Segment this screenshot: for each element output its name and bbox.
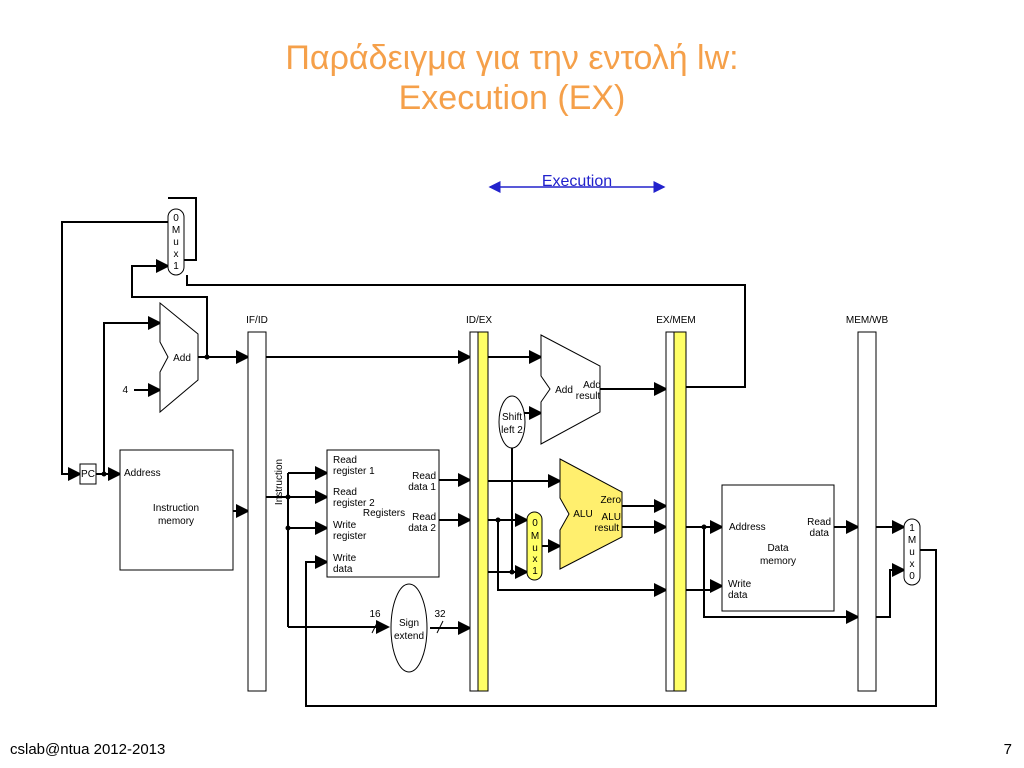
svg-text:Read: Read [412, 471, 436, 482]
svg-text:Zero: Zero [600, 495, 621, 506]
write-back-mux: 1 M u x 0 [903, 518, 921, 586]
svg-text:x: x [174, 249, 179, 260]
footer-credit: cslab@ntua 2012-2013 [10, 741, 166, 758]
svg-text:Write: Write [333, 553, 357, 564]
svg-text:x: x [910, 559, 915, 570]
svg-text:Read: Read [333, 455, 357, 466]
pipeline-register-ex-mem: EX/MEM [656, 315, 696, 692]
svg-text:u: u [173, 237, 179, 248]
svg-text:data 2: data 2 [408, 523, 436, 534]
sign-extend-unit: Sign extend 16 32 [369, 583, 446, 673]
slide-title-line1: Παράδειγμα για την εντολή lw: [285, 39, 739, 77]
svg-text:register: register [333, 531, 367, 542]
svg-text:left 2: left 2 [501, 425, 523, 436]
svg-text:MEM/WB: MEM/WB [846, 315, 889, 326]
svg-text:16: 16 [369, 609, 381, 620]
svg-text:ALU: ALU [602, 512, 621, 523]
svg-text:Add: Add [173, 353, 191, 364]
svg-text:memory: memory [158, 516, 194, 527]
svg-text:Instruction: Instruction [153, 503, 199, 514]
svg-text:data: data [810, 528, 830, 539]
pipeline-register-id-ex: ID/EX [466, 315, 492, 692]
svg-text:data: data [728, 590, 748, 601]
svg-text:0: 0 [532, 518, 538, 529]
svg-text:ALU: ALU [573, 509, 592, 520]
svg-text:ID/EX: ID/EX [466, 315, 492, 326]
svg-text:M: M [908, 535, 916, 546]
svg-text:result: result [576, 391, 601, 402]
svg-text:1: 1 [909, 523, 915, 534]
svg-text:Sign: Sign [399, 618, 419, 629]
svg-text:memory: memory [760, 556, 796, 567]
program-counter: PC [79, 463, 97, 485]
svg-text:Registers: Registers [363, 508, 405, 519]
svg-text:Read: Read [412, 512, 436, 523]
svg-text:PC: PC [81, 469, 95, 480]
svg-text:Read: Read [807, 517, 831, 528]
svg-text:IF/ID: IF/ID [246, 315, 268, 326]
shift-left-2-unit: Shift left 2 [498, 395, 526, 449]
wires [61, 197, 937, 707]
svg-text:register 2: register 2 [333, 498, 375, 509]
register-file: Read register 1 Read register 2 Write re… [326, 449, 440, 578]
alu-source-mux: 0 M u x 1 [526, 511, 543, 581]
svg-text:data 1: data 1 [408, 482, 436, 493]
svg-text:register 1: register 1 [333, 466, 375, 477]
svg-text:1: 1 [173, 261, 179, 272]
svg-text:0: 0 [173, 213, 179, 224]
svg-text:Read: Read [333, 487, 357, 498]
svg-text:Address: Address [729, 522, 766, 533]
pipeline-register-if-id: IF/ID Instruction [246, 315, 285, 692]
svg-text:1: 1 [532, 566, 538, 577]
svg-text:Address: Address [124, 468, 161, 479]
pipeline-register-mem-wb: MEM/WB [846, 315, 889, 692]
execution-stage-label: Execution [542, 173, 612, 190]
svg-text:32: 32 [434, 609, 446, 620]
page-number: 7 [1003, 741, 1012, 758]
svg-text:M: M [531, 531, 539, 542]
instruction-memory: Address Instruction memory [119, 449, 234, 571]
constant-four: 4 [122, 385, 128, 396]
svg-text:Write: Write [728, 579, 752, 590]
slide-title-line2: Execution (EX) [398, 79, 626, 117]
svg-text:Add: Add [583, 380, 601, 391]
branch-target-adder: Add Add result [540, 334, 601, 445]
svg-text:result: result [595, 523, 620, 534]
svg-text:0: 0 [909, 571, 915, 582]
svg-text:u: u [532, 543, 538, 554]
svg-text:data: data [333, 564, 353, 575]
instruction-label: Instruction [274, 459, 285, 505]
svg-text:EX/MEM: EX/MEM [656, 315, 695, 326]
pc-adder: Add 4 [122, 301, 199, 414]
data-memory: Address Read data Data memory Write data [721, 484, 835, 612]
svg-text:Write: Write [333, 520, 357, 531]
svg-text:Data: Data [767, 543, 789, 554]
svg-text:Shift: Shift [502, 412, 522, 423]
alu: ALU Zero ALU result [559, 458, 623, 570]
svg-text:u: u [909, 547, 915, 558]
svg-text:M: M [172, 225, 180, 236]
svg-text:x: x [533, 554, 538, 565]
pc-source-mux: 0 M u x 1 [167, 208, 185, 276]
svg-text:Add: Add [555, 385, 573, 396]
svg-text:extend: extend [394, 631, 424, 642]
